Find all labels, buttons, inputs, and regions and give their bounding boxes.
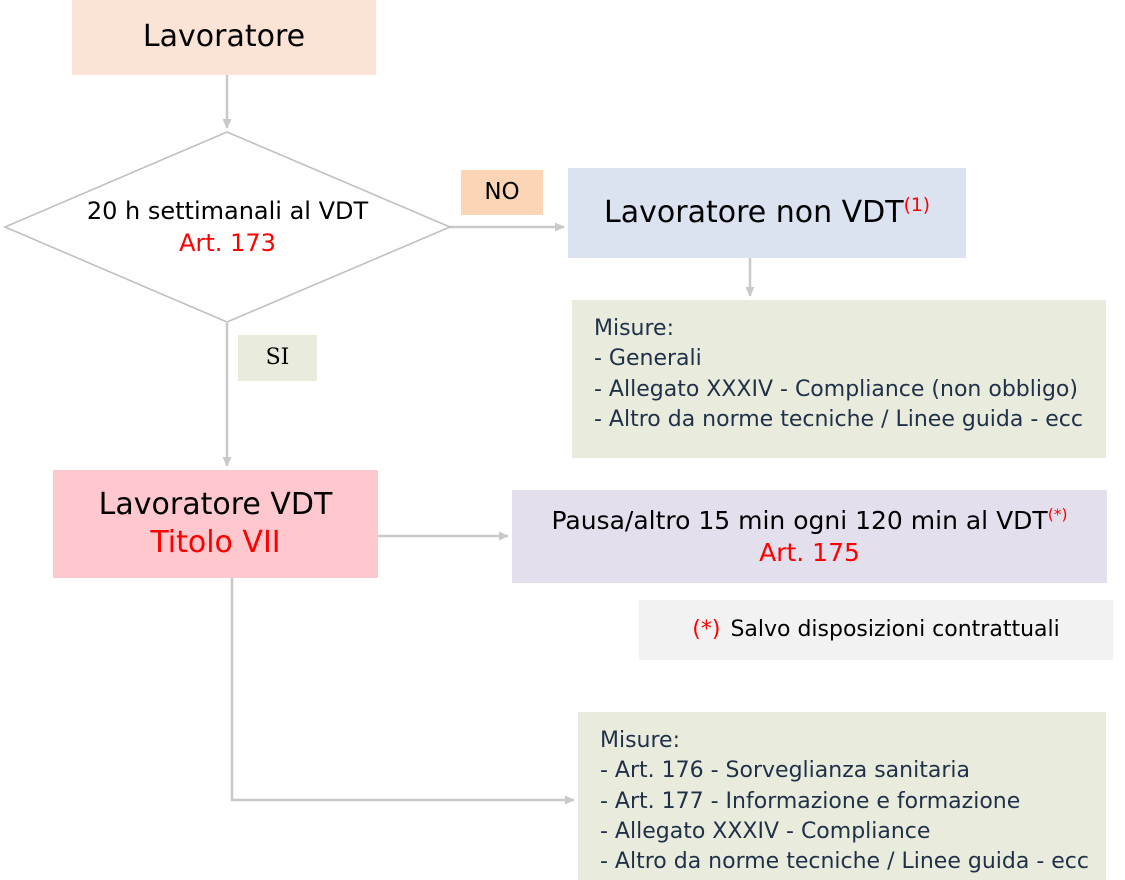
branch-label-no-text: NO: [484, 178, 520, 205]
measures-vdt-item-3: - Altro da norme tecniche / Linee guida …: [600, 849, 1089, 875]
decision-line-2: Art. 173: [179, 228, 276, 257]
non-vdt-footnote-marker: (1): [903, 194, 930, 216]
node-measures-vdt: Misure: - Art. 176 - Sorveglianza sanita…: [578, 712, 1106, 880]
measures-non-vdt-item-2: - Altro da norme tecniche / Linee guida …: [594, 407, 1083, 433]
connector-vdt-to-measures: [230, 578, 575, 805]
footnote-marker: (*): [692, 616, 721, 642]
measures-non-vdt-item-1: - Allegato XXXIV - Compliance (non obbli…: [594, 376, 1078, 402]
node-pausa-line-2: Art. 175: [759, 537, 860, 567]
decision-line-1: 20 h settimanali al VDT: [86, 197, 369, 226]
branch-label-si-text: SI: [265, 344, 290, 370]
node-lavoratore-vdt[interactable]: Lavoratore VDT Titolo VII: [53, 470, 378, 578]
node-measures-non-vdt: Misure: - Generali - Allegato XXXIV - Co…: [572, 300, 1106, 458]
branch-label-si: SI: [238, 335, 317, 381]
non-vdt-text: Lavoratore non VDT: [604, 194, 904, 230]
branch-label-no: NO: [461, 170, 543, 215]
node-vdt-line-2: Titolo VII: [150, 525, 281, 560]
measures-non-vdt-heading: Misure:: [594, 316, 675, 341]
decision-text-wrapper: 20 h settimanali al VDT Art. 173: [5, 132, 450, 323]
node-lavoratore[interactable]: Lavoratore: [72, 0, 376, 75]
footnote-text: Salvo disposizioni contrattuali: [730, 616, 1060, 642]
measures-vdt-item-1: - Art. 177 - Informazione e formazione: [600, 788, 1021, 814]
node-non-vdt-label: Lavoratore non VDT(1): [604, 194, 930, 232]
pausa-text: Pausa/altro 15 min ogni 120 min al VDT: [551, 505, 1048, 535]
measures-vdt-heading: Misure:: [600, 728, 681, 753]
measures-vdt-item-0: - Art. 176 - Sorveglianza sanitaria: [600, 758, 970, 784]
measures-vdt-item-2: - Allegato XXXIV - Compliance: [600, 819, 931, 845]
node-decision-20h[interactable]: 20 h settimanali al VDT Art. 173: [5, 132, 450, 323]
decision-diamond-shape: [2, 131, 453, 323]
node-footnote-salvo: (*) Salvo disposizioni contrattuali: [639, 600, 1113, 660]
node-pausa-line-1: Pausa/altro 15 min ogni 120 min al VDT(*…: [551, 505, 1067, 537]
pausa-footnote-marker: (*): [1047, 505, 1068, 524]
node-lavoratore-label: Lavoratore: [142, 19, 306, 55]
measures-non-vdt-item-0: - Generali: [594, 346, 702, 372]
node-pausa-art175[interactable]: Pausa/altro 15 min ogni 120 min al VDT(*…: [512, 490, 1107, 583]
node-vdt-line-1: Lavoratore VDT: [98, 486, 333, 522]
node-lavoratore-non-vdt[interactable]: Lavoratore non VDT(1): [568, 168, 966, 258]
